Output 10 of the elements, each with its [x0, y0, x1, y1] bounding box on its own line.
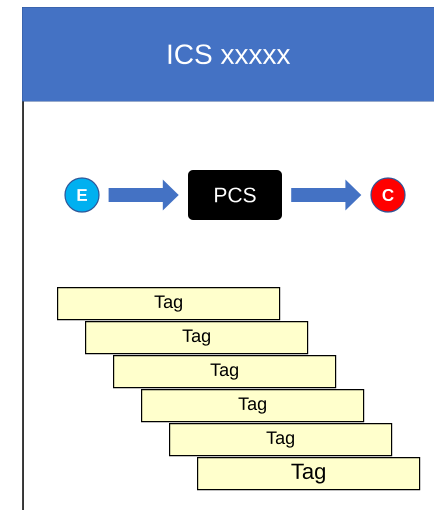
tag-card: Tag [57, 287, 280, 320]
circle-node: E [64, 177, 100, 213]
tag-card: Tag [169, 423, 392, 456]
tag-card: Tag [85, 321, 308, 354]
title-banner: ICS xxxxx [22, 7, 434, 102]
process-box: PCS [188, 170, 282, 220]
circle-node: C [370, 177, 406, 213]
tag-card: Tag [113, 355, 336, 388]
tag-card: Tag [141, 389, 364, 422]
tag-card: Tag [197, 457, 420, 490]
